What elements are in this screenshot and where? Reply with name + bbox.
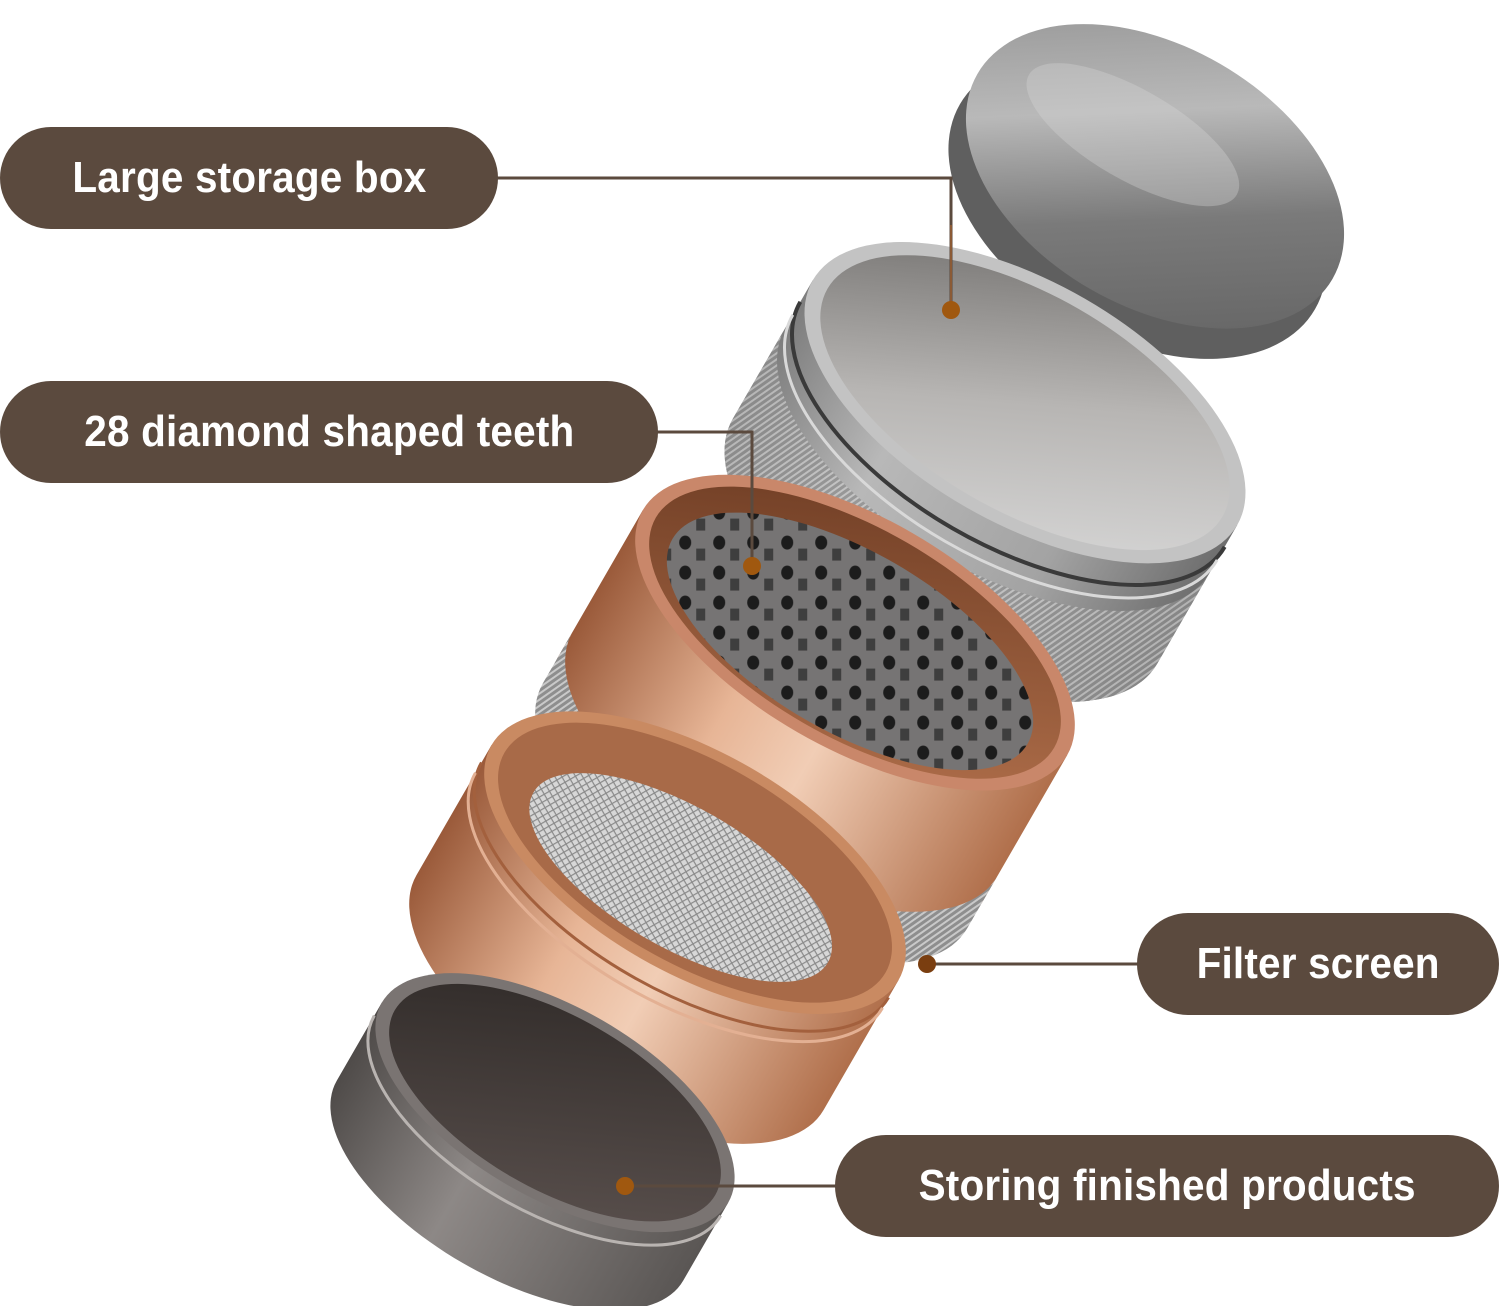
bottom-tray xyxy=(330,973,735,1306)
callout-label-storage: Large storage box xyxy=(0,127,498,229)
leader-line-teeth xyxy=(657,430,754,565)
callout-text-bottom: Storing finished products xyxy=(918,1161,1416,1210)
callout-dot-storage xyxy=(942,301,960,319)
leader-lines xyxy=(497,176,1138,1188)
callout-label-filter: Filter screen xyxy=(1137,913,1499,1015)
callout-text-filter: Filter screen xyxy=(1196,939,1440,988)
callout-label-bottom: Storing finished products xyxy=(835,1135,1499,1237)
callout-text-storage: Large storage box xyxy=(71,153,427,202)
callout-label-teeth: 28 diamond shaped teeth xyxy=(0,381,658,483)
callout-text-teeth: 28 diamond shaped teeth xyxy=(83,407,575,456)
callout-dot-teeth xyxy=(743,557,761,575)
callout-dots xyxy=(616,301,960,1195)
callout-dot-filter xyxy=(918,955,936,973)
callout-dot-bottom xyxy=(616,1177,634,1195)
